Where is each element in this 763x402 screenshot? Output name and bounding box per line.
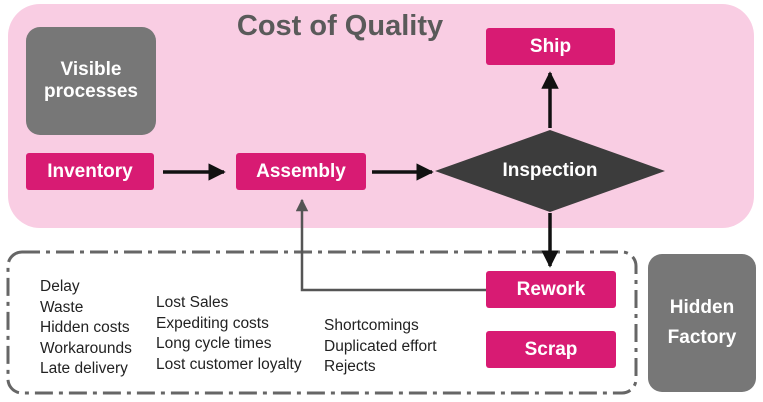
hidden-cost-item: Long cycle times xyxy=(156,335,272,352)
scrap-node: Scrap xyxy=(486,331,616,368)
hidden-cost-item: Waste xyxy=(40,298,84,316)
inventory-node: Inventory xyxy=(26,153,154,190)
hidden-cost-item: Shortcomings xyxy=(324,317,419,334)
hidden-cost-item: Expediting costs xyxy=(156,314,269,332)
hidden-cost-item: Hidden costs xyxy=(40,319,130,336)
visible-processes-label: Visible processes xyxy=(26,27,156,135)
hidden-cost-item: Rejects xyxy=(324,358,376,375)
hidden-cost-item: Delay xyxy=(40,278,80,295)
hidden-costs-col1: Delay Waste Hidden costs Workarounds Lat… xyxy=(40,277,132,380)
inspection-diamond xyxy=(435,130,665,212)
arrow-rework-to-assembly xyxy=(295,198,486,292)
hidden-factory-text: Hidden Factory xyxy=(667,297,737,348)
diagram-title: Cost of Quality xyxy=(236,10,444,42)
hidden-costs-col3: Shortcomings Duplicated effort Rejects xyxy=(324,316,437,378)
hidden-costs-col2: Lost Sales Expediting costs Long cycle t… xyxy=(156,293,302,375)
inspection-node-label: Inspection xyxy=(502,160,598,181)
hidden-cost-item: Lost Sales xyxy=(156,294,229,311)
assembly-node: Assembly xyxy=(236,153,366,190)
hidden-factory-region xyxy=(6,250,638,395)
hidden-cost-item: Late delivery xyxy=(40,360,128,377)
ship-node: Ship xyxy=(486,28,615,65)
hidden-cost-item: Workarounds xyxy=(40,339,132,357)
hidden-cost-item: Duplicated effort xyxy=(324,337,437,355)
hidden-cost-item: Lost customer loyalty xyxy=(156,355,302,373)
visible-processes-text: Visible processes xyxy=(43,59,138,102)
hidden-factory-label: Hidden Factory xyxy=(648,254,756,392)
rework-node: Rework xyxy=(486,271,616,308)
